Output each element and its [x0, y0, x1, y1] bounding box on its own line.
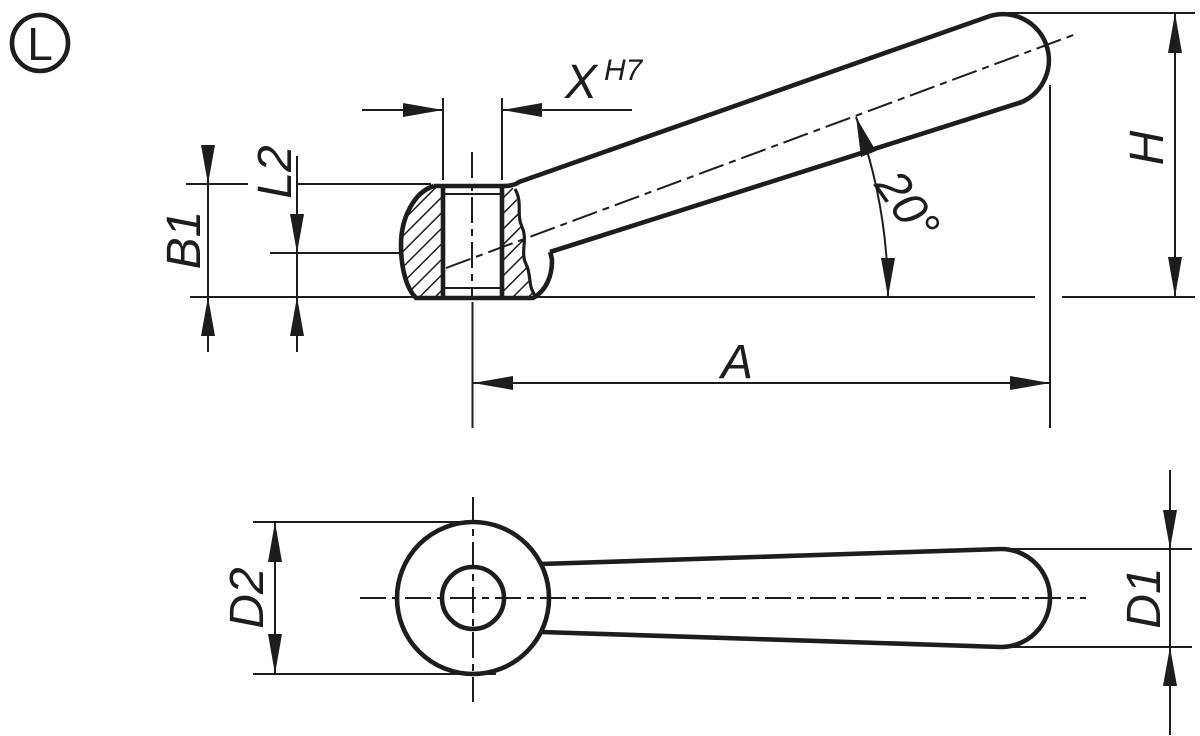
arrowhead	[268, 522, 282, 562]
dimension-D2: D2	[221, 521, 496, 675]
extension-lines	[471, 85, 1051, 428]
top-view: X H7 B1 L2 H	[158, 11, 1195, 428]
arrowhead	[1168, 13, 1182, 53]
dim-label-h: H	[1121, 130, 1174, 165]
dimension-angle: 20°	[855, 116, 950, 298]
handle-end-cap	[989, 11, 1052, 105]
arrowhead	[1168, 257, 1182, 297]
arrowhead	[201, 297, 215, 336]
arrowhead	[473, 376, 513, 390]
hub-outline	[398, 183, 555, 301]
handle-upper-edge	[540, 546, 1002, 567]
marker-circle	[9, 12, 71, 74]
arrowhead	[856, 117, 876, 157]
dim-label-d1: D1	[1118, 567, 1171, 628]
dim-label-a: A	[718, 336, 753, 389]
arrowhead	[290, 214, 304, 253]
arrowhead	[403, 103, 443, 117]
dimension-A: A	[471, 85, 1051, 428]
dimension-X: X H7	[362, 54, 644, 180]
handle-centerline	[445, 33, 1077, 269]
marker-letter: L	[27, 18, 53, 70]
arrowhead	[881, 258, 895, 297]
handle-lower-edge	[540, 629, 1002, 650]
dim-label-x-tolerance: H7	[604, 54, 644, 87]
hatch-right-wall	[502, 188, 534, 296]
dim-label-l2: L2	[249, 145, 302, 198]
arrowhead	[268, 634, 282, 674]
bore-edges	[440, 186, 505, 298]
dim-label-angle: 20°	[864, 160, 950, 251]
arrowhead	[290, 297, 304, 336]
bottom-view: D2 D1	[221, 470, 1192, 735]
dimension-L2: L2	[249, 145, 403, 352]
dim-label-x: X	[564, 56, 599, 109]
dimension-D1: D1	[1003, 470, 1192, 735]
break-line	[513, 188, 538, 298]
view-marker: L	[9, 12, 71, 74]
dimension-H: H	[1008, 12, 1195, 297]
hatch-left-wall	[401, 188, 443, 296]
dim-label-b1: B1	[158, 211, 211, 270]
dim-label-d2: D2	[221, 567, 274, 628]
handle-lower-edge	[549, 99, 1023, 255]
extension-lines	[1003, 548, 1192, 648]
arrowhead	[1163, 510, 1177, 549]
arrowhead	[502, 103, 542, 117]
dimension-B1: B1	[158, 145, 431, 352]
extension-lines	[253, 521, 496, 675]
arrowhead	[1163, 647, 1177, 686]
arrowhead	[1010, 376, 1050, 390]
arrowhead	[201, 145, 215, 184]
handle-end-cap	[1000, 546, 1053, 650]
extension-lines	[442, 98, 503, 180]
